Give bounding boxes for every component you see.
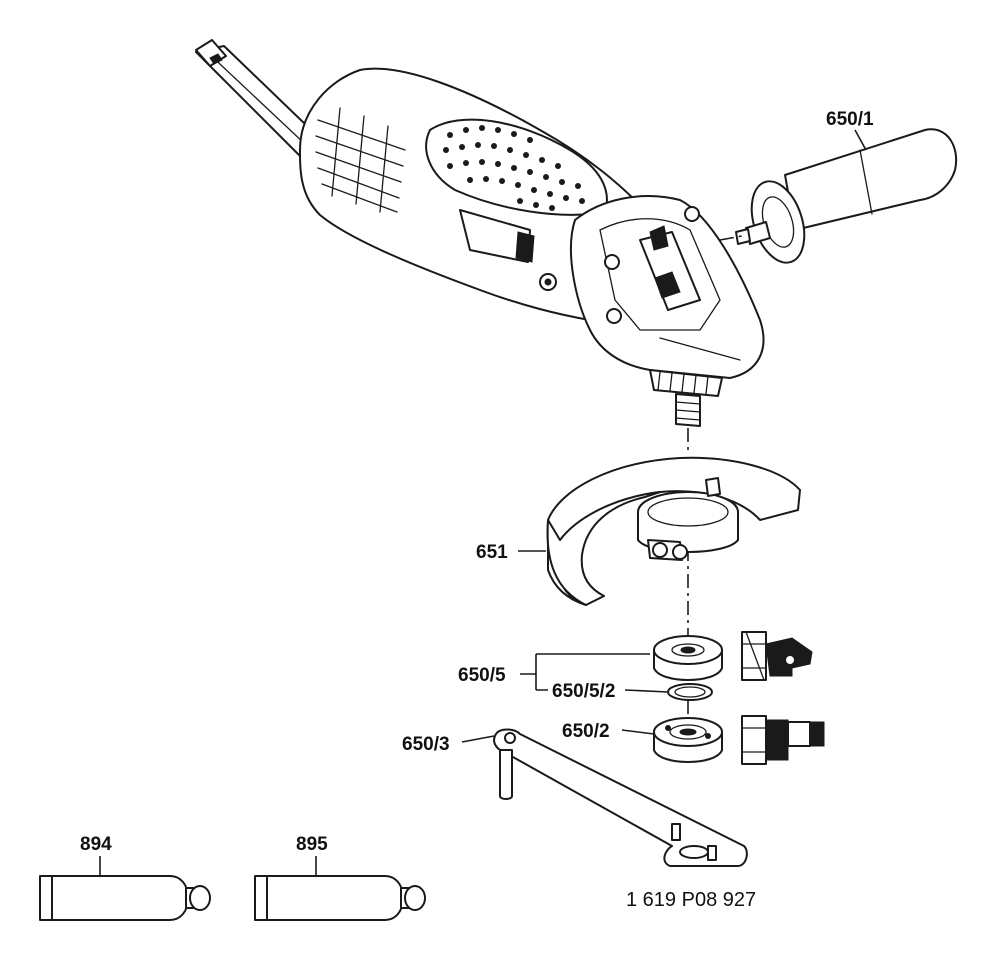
grip-dots (443, 125, 585, 211)
nut-section-view (741, 715, 825, 765)
side-handle (719, 128, 958, 264)
flange-section-view (741, 631, 813, 681)
vent-slots (315, 107, 406, 213)
grease-tube-894 (39, 875, 211, 921)
label-side-handle: 650/1 (826, 109, 874, 130)
document-number: 1 619 P08 927 (626, 889, 756, 911)
label-flange-set: 650/5 (458, 665, 506, 686)
label-spanner: 650/3 (402, 734, 450, 755)
label-o-ring: 650/5/2 (552, 681, 615, 702)
power-cord (195, 39, 333, 173)
wheel-guard (546, 456, 801, 606)
angle-grinder (299, 67, 765, 427)
leader-lines (99, 129, 867, 876)
mounting-flange (653, 635, 723, 681)
label-clamping-nut: 650/2 (562, 721, 610, 742)
label-tube-895: 895 (296, 834, 328, 855)
clamping-nut (653, 717, 723, 763)
label-guard: 651 (476, 542, 508, 563)
o-ring (667, 683, 713, 701)
two-pin-spanner (493, 728, 748, 867)
label-tube-894: 894 (80, 834, 112, 855)
grease-tube-895 (254, 875, 426, 921)
